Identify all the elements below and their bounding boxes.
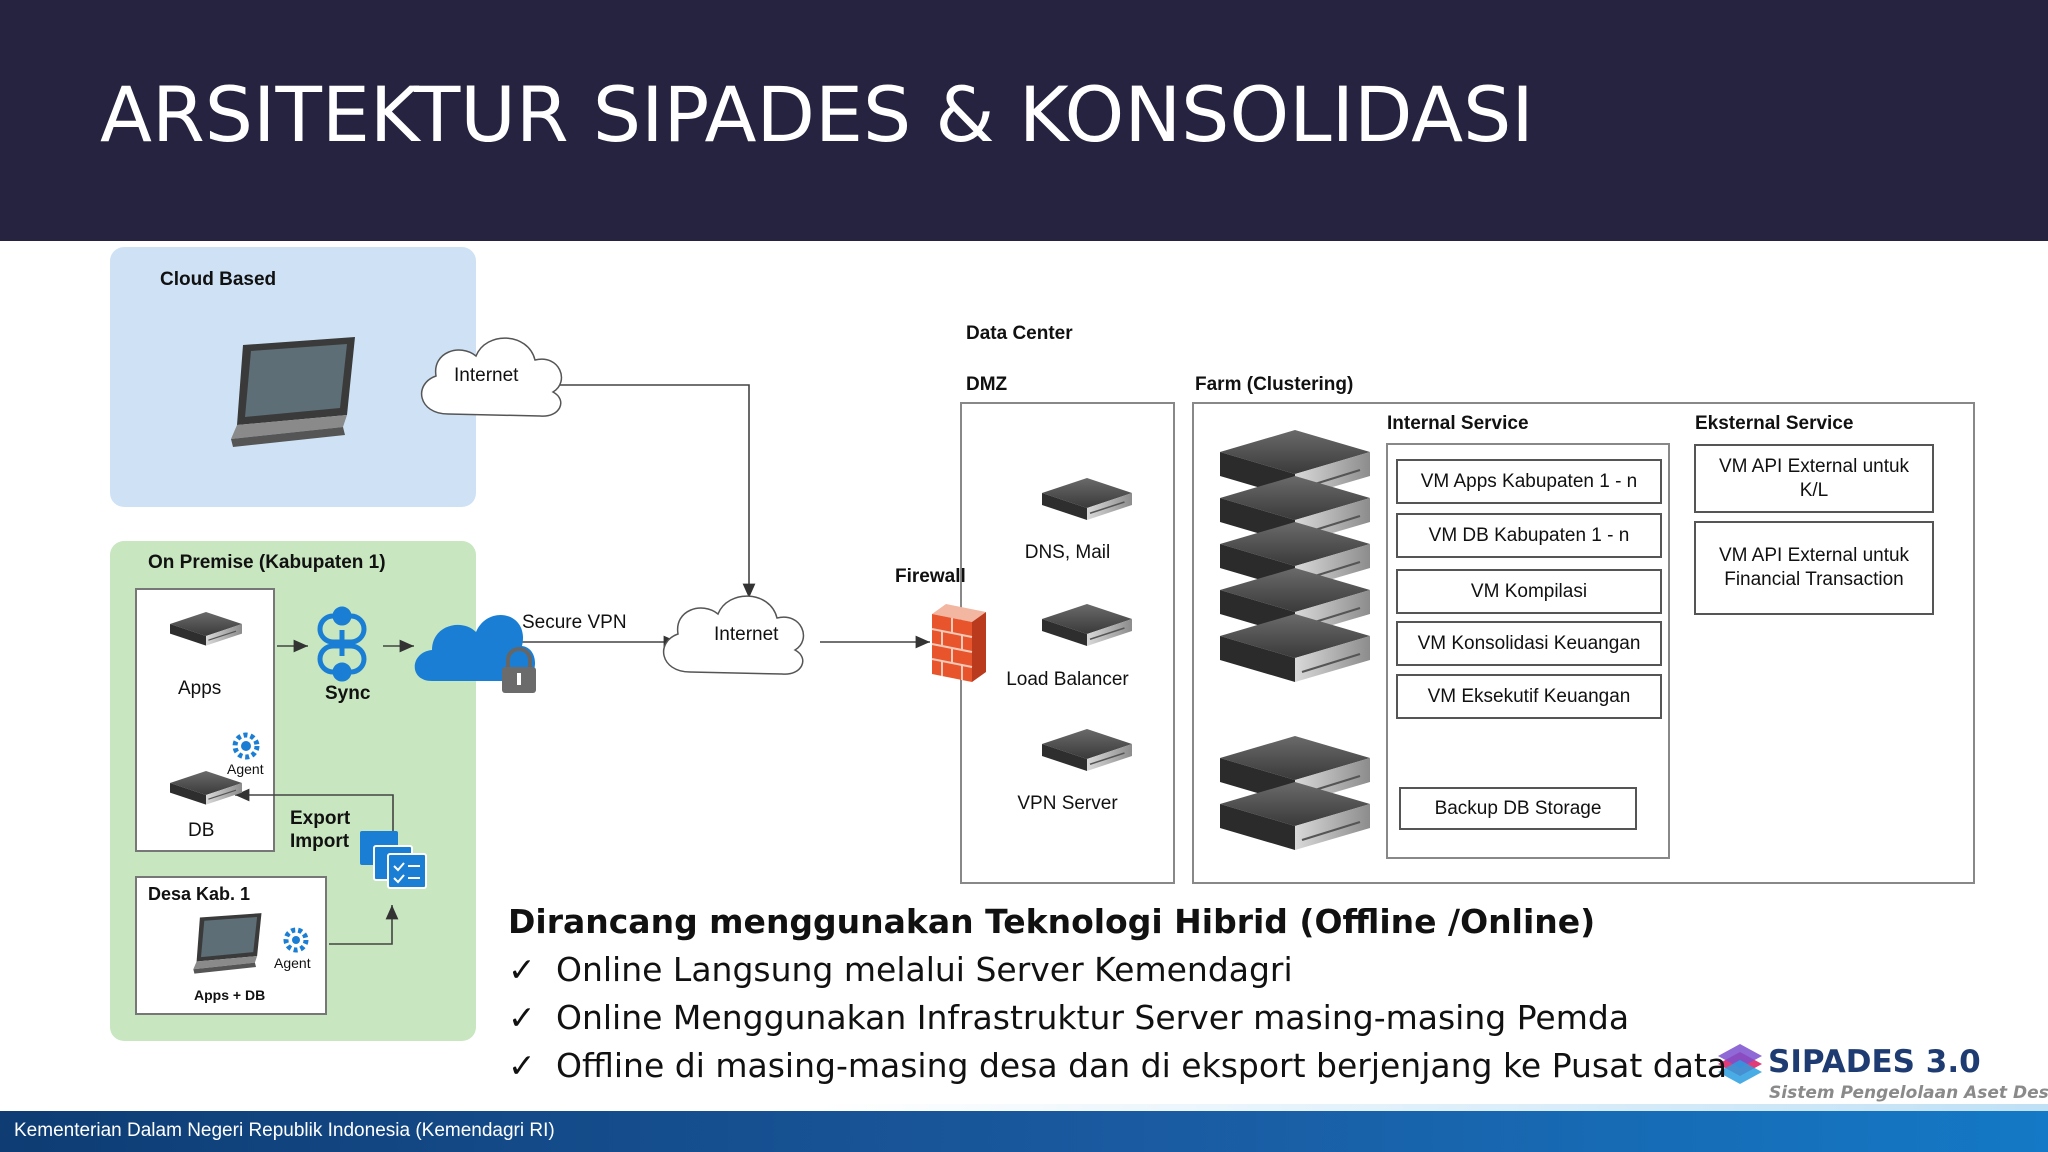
- dmz-box: [960, 402, 1175, 884]
- desa-laptop-icon: [193, 913, 262, 974]
- summary-heading: Dirancang menggunakan Teknologi Hibrid (…: [508, 902, 1596, 941]
- load-balancer-server-icon: [1041, 603, 1133, 647]
- backup-server-2-icon: [1219, 781, 1371, 851]
- export-label: Export: [290, 808, 351, 829]
- internal-service-label: Internal Service: [1387, 413, 1529, 434]
- lock-icon: [502, 647, 536, 693]
- export-import-icon: [360, 831, 427, 889]
- import-to-db-connector: [235, 788, 394, 832]
- apps-label: Apps: [178, 678, 222, 699]
- vm-eksekutif-keuangan: VM Eksekutif Keuangan: [1396, 674, 1662, 719]
- logo-tagline: Sistem Pengelolaan Aset Desa: [1769, 1083, 2048, 1103]
- desa-to-export-connector: [329, 905, 399, 945]
- main-internet-icon: [662, 595, 805, 675]
- data-center-label: Data Center: [966, 323, 1073, 344]
- laptop-icon: [231, 337, 355, 447]
- footer-bar: Kementerian Dalam Negeri Republik Indone…: [0, 1111, 2048, 1152]
- vm-konsolidasi-keuangan: VM Konsolidasi Keuangan: [1396, 621, 1662, 666]
- desa-agent-gear-icon: [283, 927, 309, 953]
- agent-label: Agent: [227, 761, 264, 777]
- external-service-label: Eksternal Service: [1695, 413, 1854, 434]
- check-icon: ✓: [508, 1046, 536, 1085]
- dns-mail-server-icon: [1041, 477, 1133, 521]
- firewall-icon: [931, 604, 986, 682]
- summary-item-text: Online Langsung melalui Server Kemendagr…: [556, 950, 1293, 989]
- vm-api-external-kl: VM API External untuk K/L: [1694, 444, 1934, 513]
- summary-item: ✓ Online Menggunakan Infrastruktur Server…: [508, 998, 1727, 1037]
- dmz-label: DMZ: [966, 374, 1008, 395]
- dns-mail-label: DNS, Mail: [1024, 542, 1111, 563]
- vm-kompilasi: VM Kompilasi: [1396, 569, 1662, 614]
- import-label: Import: [290, 831, 350, 852]
- apps-server-icon: [169, 611, 243, 647]
- secure-vpn-label: Secure VPN: [522, 612, 627, 633]
- logo-name: SIPADES 3.0: [1768, 1044, 1981, 1080]
- vm-apps-kabupaten: VM Apps Kabupaten 1 - n: [1396, 459, 1662, 504]
- vm-api-external-financial: VM API External untuk Financial Transact…: [1694, 521, 1934, 615]
- summary-item-text: Online Menggunakan Infrastruktur Server …: [556, 998, 1630, 1037]
- load-balancer-label: Load Balancer: [1006, 669, 1129, 690]
- check-icon: ✓: [508, 950, 536, 989]
- cloud-based-label: Cloud Based: [160, 269, 277, 290]
- vm-db-kabupaten: VM DB Kabupaten 1 - n: [1396, 513, 1662, 558]
- main-internet-label: Internet: [714, 624, 779, 645]
- cloud-internet-icon: [420, 337, 563, 417]
- vpn-server-label: VPN Server: [1017, 793, 1118, 814]
- header-banner: ARSITEKTUR SIPADES & KONSOLIDASI: [0, 0, 2048, 241]
- desa-apps-db-label: Apps + DB: [194, 987, 266, 1003]
- summary-item: ✓ Online Langsung melalui Server Kemendag…: [508, 950, 1727, 989]
- agent-gear-icon: [232, 732, 260, 760]
- summary-block: Dirancang menggunakan Teknologi Hibrid (…: [508, 902, 1727, 1085]
- sipades-logo-icon: [1718, 1044, 1762, 1084]
- backup-db-storage: Backup DB Storage: [1399, 787, 1637, 830]
- sync-label: Sync: [325, 683, 371, 704]
- vpn-server-icon: [1041, 728, 1133, 772]
- sync-icon: [317, 606, 367, 682]
- secure-vpn-cloud-icon: [414, 615, 536, 681]
- page-title: ARSITEKTUR SIPADES & KONSOLIDASI: [100, 70, 1534, 159]
- footer-text: Kementerian Dalam Negeri Republik Indone…: [14, 1120, 555, 1141]
- summary-item-text: Offline di masing-masing desa dan di eks…: [556, 1046, 1728, 1085]
- firewall-label: Firewall: [895, 566, 966, 587]
- farm-label: Farm (Clustering): [1195, 374, 1354, 395]
- cloud-internet-to-internet-connector: [559, 384, 756, 598]
- cluster-server-5-icon: [1219, 613, 1371, 683]
- db-label: DB: [188, 820, 215, 841]
- desa-label: Desa Kab. 1: [148, 884, 251, 904]
- desa-agent-label: Agent: [274, 955, 311, 971]
- footer-stripe: [0, 1104, 2048, 1112]
- cloud-internet-label: Internet: [454, 365, 519, 386]
- on-premise-label: On Premise (Kabupaten 1): [148, 552, 386, 573]
- check-icon: ✓: [508, 998, 536, 1037]
- summary-item: ✓ Offline di masing-masing desa dan di ek…: [508, 1046, 1727, 1085]
